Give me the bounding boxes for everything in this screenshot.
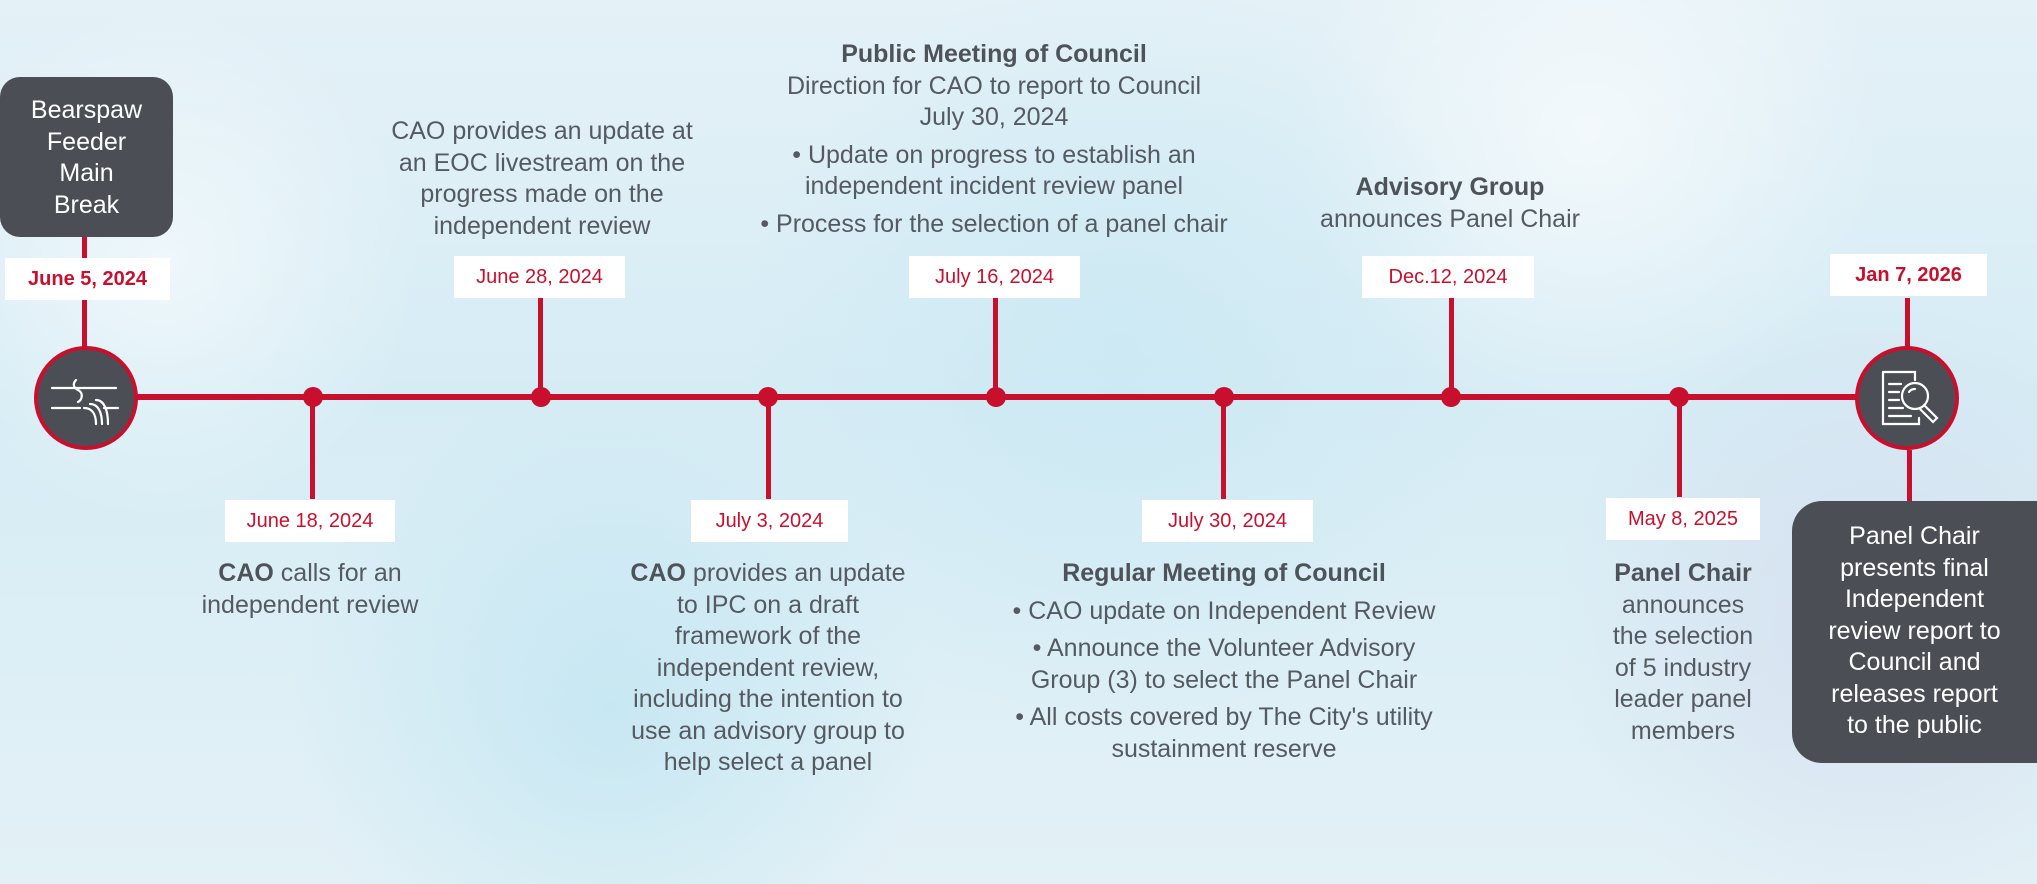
date-label-jul3: July 3, 2024 bbox=[691, 500, 848, 542]
date-label-dec12: Dec.12, 2024 bbox=[1362, 256, 1534, 298]
event-text-jul16: Public Meeting of Council Direction for … bbox=[724, 39, 1264, 240]
event-line: framework of the bbox=[674, 622, 862, 650]
event-line: to IPC on a draft bbox=[676, 590, 860, 619]
document-search-icon bbox=[1855, 346, 1959, 450]
start-box-line: Feeder bbox=[46, 127, 127, 156]
event-text-jun28: CAO provides an update at an EOC livestr… bbox=[362, 116, 722, 242]
start-event-box: Bearspaw Feeder Main Break bbox=[0, 77, 173, 237]
event-bullet: Group (3) to select the Panel Chair bbox=[1030, 665, 1418, 694]
event-text-may8: Panel Chair announces the selection of 5… bbox=[1578, 558, 1788, 747]
event-bullet: • Update on progress to establish an bbox=[792, 140, 1196, 169]
event-line: independent review bbox=[433, 211, 651, 240]
connector-dec12 bbox=[1449, 298, 1454, 398]
event-line: Direction for CAO to report to Council bbox=[786, 71, 1202, 100]
event-bullet: independent incident review panel bbox=[804, 172, 1184, 200]
event-line: CAO provides an update at bbox=[391, 117, 693, 145]
connector-jul16 bbox=[993, 298, 998, 398]
end-box-line: to the public bbox=[1847, 711, 1982, 739]
end-box-line: releases report bbox=[1831, 679, 1998, 708]
event-line: calls for an bbox=[273, 559, 402, 587]
event-bullet: • Process for the selection of a panel c… bbox=[760, 209, 1228, 238]
event-bullet: • All costs covered by The City's utilit… bbox=[1015, 703, 1433, 731]
connector-jan7-down bbox=[1907, 450, 1912, 502]
end-box-line: presents final bbox=[1840, 553, 1989, 582]
date-label-jun28: June 28, 2024 bbox=[454, 256, 625, 298]
event-line: including the intention to bbox=[633, 685, 903, 713]
event-line: of 5 industry bbox=[1614, 653, 1752, 682]
event-actor: CAO bbox=[218, 559, 274, 587]
event-line: progress made on the bbox=[420, 180, 664, 208]
event-line: July 30, 2024 bbox=[919, 103, 1069, 131]
event-line: help select a panel bbox=[663, 748, 873, 776]
event-bullet: sustainment reserve bbox=[1111, 734, 1337, 763]
date-label-jul16: July 16, 2024 bbox=[909, 256, 1080, 298]
event-text-jun18: CAO calls for an independent review bbox=[160, 558, 460, 621]
event-title: Advisory Group bbox=[1355, 173, 1545, 201]
start-box-line: Bearspaw bbox=[30, 96, 143, 124]
event-line: announces bbox=[1621, 590, 1745, 619]
pipe-break-icon bbox=[34, 346, 138, 450]
date-label-may8: May 8, 2025 bbox=[1606, 498, 1760, 540]
end-event-box: Panel Chair presents final Independent r… bbox=[1792, 501, 2037, 763]
connector-jun18 bbox=[310, 397, 315, 499]
start-box-line: Break bbox=[53, 190, 120, 219]
connector-jul30 bbox=[1221, 397, 1226, 499]
event-line: independent review bbox=[201, 590, 419, 619]
connector-jun28 bbox=[538, 298, 543, 398]
event-bullet: • Announce the Volunteer Advisory bbox=[1032, 634, 1416, 662]
event-line: the selection bbox=[1612, 622, 1754, 650]
end-box-line: Independent bbox=[1844, 585, 1985, 613]
end-box-line: Council and bbox=[1848, 648, 1981, 676]
event-line: members bbox=[1630, 716, 1736, 745]
event-text-jul30: Regular Meeting of Council • CAO update … bbox=[974, 558, 1474, 765]
date-label-jul30: July 30, 2024 bbox=[1142, 500, 1313, 542]
connector-jan7-up bbox=[1905, 298, 1910, 348]
event-title: Panel Chair bbox=[1614, 559, 1752, 587]
event-text-jul3: CAO provides an update to IPC on a draft… bbox=[598, 558, 938, 779]
event-line: announces Panel Chair bbox=[1320, 204, 1580, 233]
date-label-jun5: June 5, 2024 bbox=[5, 258, 170, 300]
date-label-jan7: Jan 7, 2026 bbox=[1830, 254, 1987, 296]
event-line: provides an update bbox=[685, 559, 906, 587]
event-bullet: • CAO update on Independent Review bbox=[1012, 596, 1436, 625]
event-title: Regular Meeting of Council bbox=[1062, 559, 1386, 587]
start-box-line: Main bbox=[59, 159, 114, 187]
event-text-dec12: Advisory Group announces Panel Chair bbox=[1290, 172, 1610, 235]
connector-jul3 bbox=[766, 397, 771, 499]
date-label-jun18: June 18, 2024 bbox=[225, 500, 395, 542]
connector-may8 bbox=[1677, 397, 1682, 497]
event-title: Public Meeting of Council bbox=[841, 40, 1147, 68]
end-box-line: Panel Chair bbox=[1849, 522, 1980, 550]
event-actor: CAO bbox=[630, 559, 686, 587]
event-line: an EOC livestream on the bbox=[398, 148, 686, 177]
event-line: independent review, bbox=[656, 653, 880, 682]
end-box-line: review report to bbox=[1828, 616, 2001, 645]
event-line: leader panel bbox=[1614, 685, 1752, 713]
event-line: use an advisory group to bbox=[631, 716, 905, 745]
